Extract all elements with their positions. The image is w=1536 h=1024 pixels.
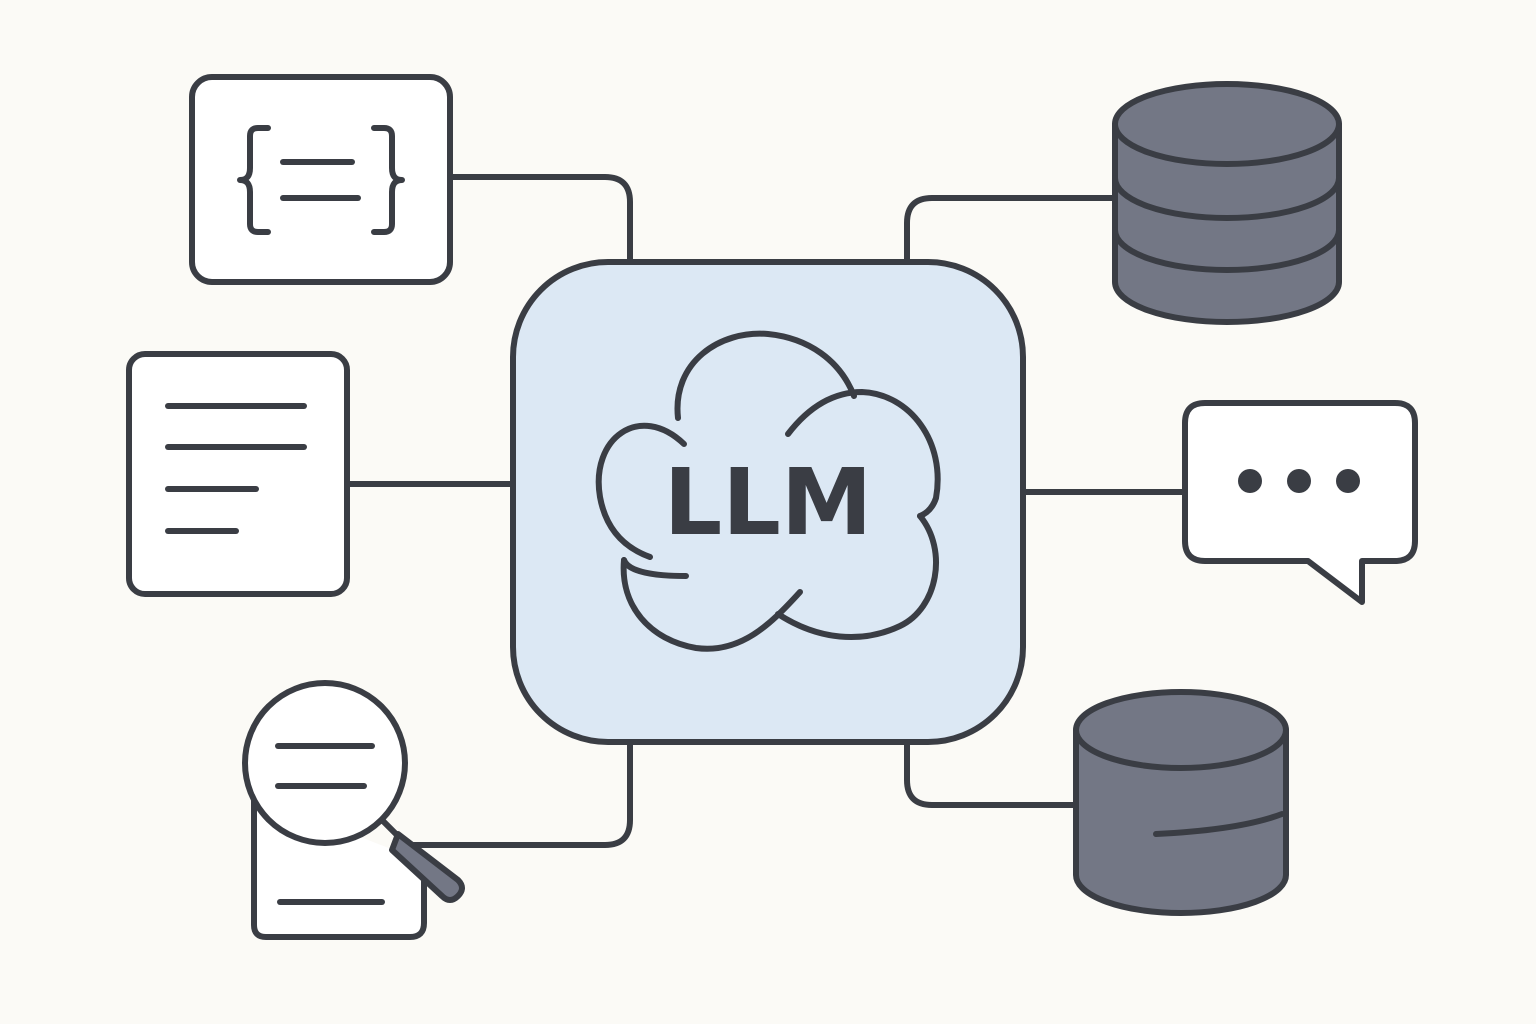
connector-search	[410, 739, 633, 848]
chat-dot-3	[1336, 469, 1360, 493]
llm-label: LLM	[664, 449, 873, 556]
llm-box	[510, 259, 1026, 745]
document-search-node	[242, 680, 465, 940]
connector-database-top	[904, 195, 1118, 265]
connectors	[344, 174, 1188, 848]
document-icon	[165, 403, 307, 534]
chat-dot-2	[1287, 469, 1311, 493]
database-bottom-node	[1073, 689, 1289, 916]
chat-dot-1	[1238, 469, 1262, 493]
cloud-icon	[595, 330, 941, 652]
document-node	[126, 351, 350, 597]
code-braces-icon	[237, 125, 405, 235]
chat-bubble-icon	[1182, 400, 1418, 605]
database-icon	[1073, 689, 1289, 916]
llm-node: LLM	[510, 259, 1026, 745]
document-search-icon	[242, 680, 465, 940]
code-node	[189, 74, 453, 285]
connector-code	[447, 174, 633, 265]
connector-database-bottom	[904, 739, 1081, 808]
chat-node	[1182, 400, 1418, 605]
database-icon	[1112, 81, 1342, 325]
code-box	[189, 74, 453, 285]
database-top-node	[1112, 81, 1342, 325]
magnifier-handle	[389, 831, 465, 903]
document-box	[126, 351, 350, 597]
magnifier-lens	[242, 680, 408, 846]
